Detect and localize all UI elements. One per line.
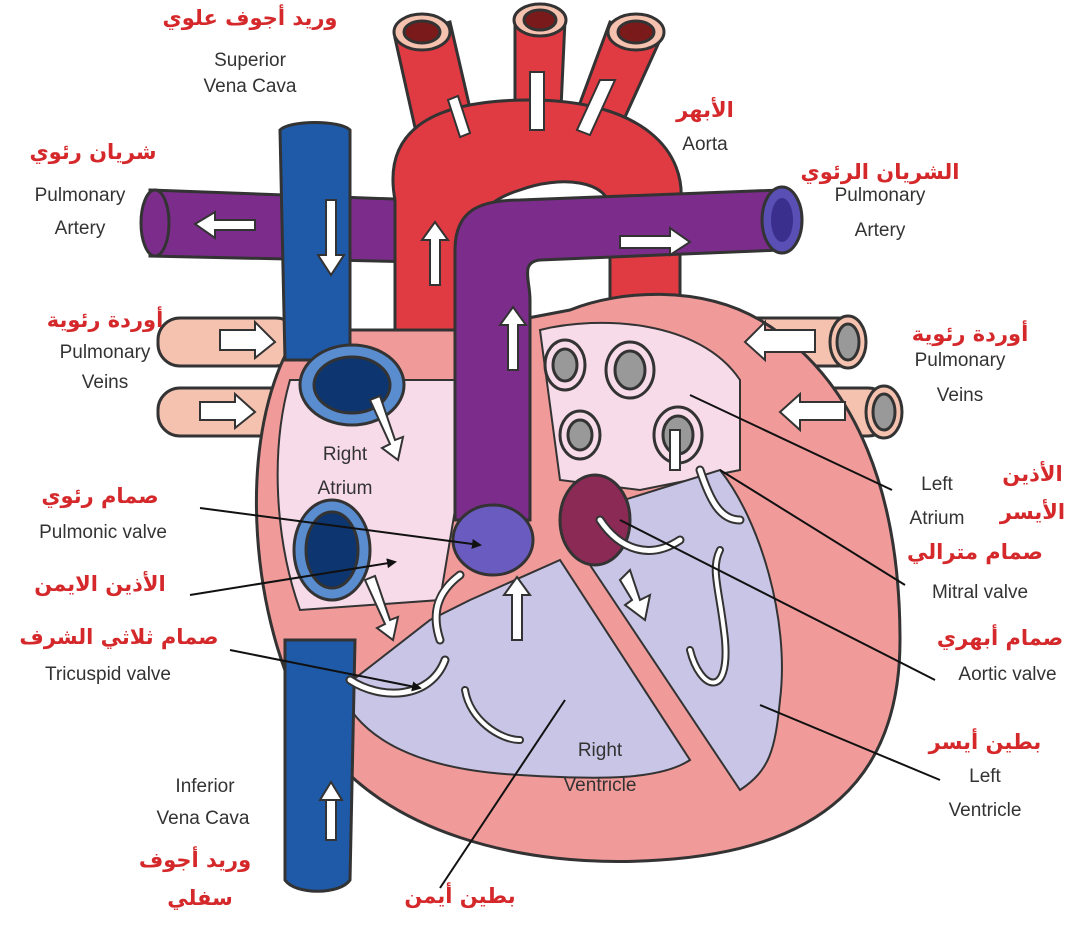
superior-vena-cava-label-ar: وريد أجوف علوي: [130, 6, 370, 30]
tricuspid-valve-label-en: Tricuspid valve: [8, 664, 208, 686]
pulmonary-artery-left-label-en-line1: Pulmonary: [10, 185, 150, 207]
aorta-label-en: Aorta: [640, 134, 770, 156]
aortic-valve-label-en: Aortic valve: [935, 664, 1080, 686]
pulmonic-valve-label-en: Pulmonic valve: [8, 522, 198, 544]
mitral-valve-label-en: Mitral valve: [905, 582, 1055, 604]
pulmonary-artery-left-label-en-line2: Artery: [10, 218, 150, 240]
inferior-vena-cava-label-en-line2: Vena Cava: [128, 808, 278, 830]
right-ventricle-label-en-line2: Ventricle: [535, 775, 665, 797]
mitral-valve-label-ar: صمام مترالي: [890, 540, 1060, 564]
right-atrium-label-en-line1: Right: [290, 444, 400, 466]
inferior-vena-cava-label-ar-line1: وريد أجوف: [110, 848, 280, 872]
pulmonary-veins-right-label-en-line2: Veins: [880, 385, 1040, 407]
left-atrium-label-en-line2: Atrium: [892, 508, 982, 530]
pulmonary-artery-right-label-en-line1: Pulmonary: [800, 185, 960, 207]
left-ventricle-label-en-line1: Left: [925, 766, 1045, 788]
superior-vena-cava-label-en-line2: Vena Cava: [160, 76, 340, 98]
superior-vena-cava-label-en-line1: Superior: [160, 50, 340, 72]
left-atrium-label-en-line1: Left: [892, 474, 982, 496]
right-ventricle-label-en-line1: Right: [545, 740, 655, 762]
pulmonary-veins-right-label-en-line1: Pulmonary: [880, 350, 1040, 372]
pulmonary-artery-right-label-ar: الشريان الرئوي: [780, 160, 980, 184]
inferior-vena-cava-label-ar-line2: سفلي: [140, 886, 260, 910]
pulmonary-veins-left-label-ar: أوردة رئوية: [20, 308, 190, 332]
pulmonary-veins-left-label-en-line2: Veins: [30, 372, 180, 394]
pulmonary-veins-left-label-en-line1: Pulmonary: [30, 342, 180, 364]
pulmonary-artery-left-label-ar: شريان رئوي: [8, 140, 178, 164]
pulmonic-valve-label-ar: صمام رئوي: [20, 484, 180, 508]
left-atrium-label-ar-line2: الأيسر: [985, 500, 1080, 524]
left-ventricle-label-en-line2: Ventricle: [925, 800, 1045, 822]
tricuspid-valve-label-ar: صمام ثلاثي الشرف: [4, 625, 234, 649]
right-atrium-label-en-line2: Atrium: [290, 478, 400, 500]
pulmonary-artery-right-label-en-line2: Artery: [800, 220, 960, 242]
inferior-vena-cava-label-en-line1: Inferior: [140, 776, 270, 798]
aorta-label-ar: الأبهر: [640, 98, 770, 122]
pulmonic-valve-ring: [453, 505, 533, 575]
right-ventricle-label-ar: بطين أيمن: [380, 884, 540, 908]
pulmonary-veins-right-label-ar: أوردة رئوية: [880, 322, 1060, 346]
right-atrium-label-ar: الأذين الايمن: [10, 572, 190, 596]
left-atrium-label-ar-line1: الأذين: [985, 462, 1080, 486]
left-ventricle-label-ar: بطين أيسر: [910, 730, 1060, 754]
aortic-valve-label-ar: صمام أبهري: [920, 626, 1080, 650]
aortic-valve-ring: [560, 475, 630, 565]
